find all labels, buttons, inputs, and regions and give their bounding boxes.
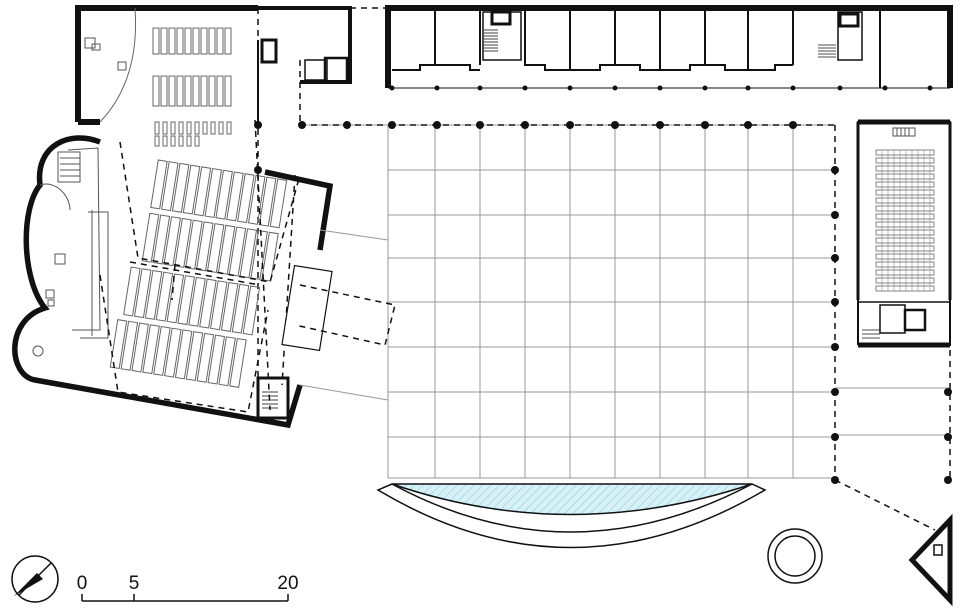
plaza-grid	[305, 124, 950, 479]
scale-label-5: 5	[129, 573, 140, 594]
reflecting-pool	[376, 483, 767, 549]
round-fountain	[767, 528, 823, 584]
top-left-hall	[75, 5, 352, 147]
scale-bar: 0 5 20	[77, 573, 299, 602]
canopy-outline	[257, 7, 951, 531]
triangle-kiosk	[908, 513, 953, 607]
structural-columns	[254, 85, 952, 484]
entrance-canopy	[281, 229, 396, 401]
right-lecture-hall	[856, 119, 952, 348]
north-arrow-icon	[11, 555, 59, 603]
main-auditorium	[12, 119, 334, 429]
scale-label-20: 20	[277, 573, 298, 594]
top-office-strip	[385, 5, 953, 89]
scale-label-0: 0	[77, 573, 88, 594]
